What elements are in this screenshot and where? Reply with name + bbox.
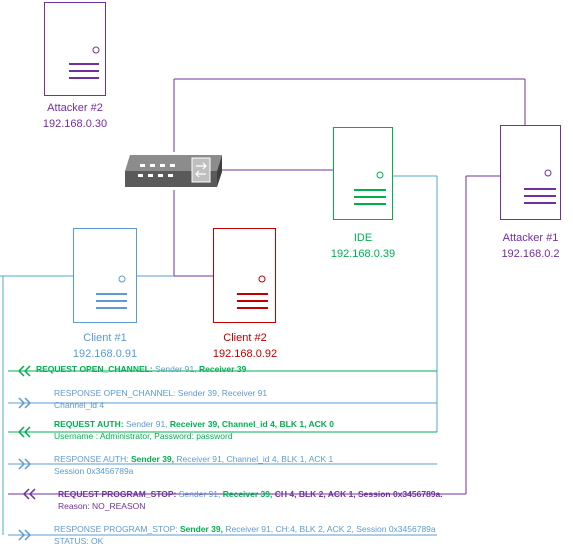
message-receiver: Receiver 39 — [199, 364, 247, 374]
attacker1-link — [465, 175, 500, 494]
client2-name: Client #2 — [223, 332, 267, 344]
attacker1-label: Attacker #1 192.168.0.2 — [488, 231, 573, 261]
client1-ip: 192.168.0.91 — [72, 348, 138, 360]
message-type: RESPONSE AUTH: — [54, 454, 129, 464]
ide-server-icon — [333, 127, 393, 220]
message-detail: Reason: NO_REASON — [58, 501, 146, 511]
attacker2-label: Attacker #2 192.168.0.30 — [30, 101, 120, 131]
ide-ip: 192.168.0.39 — [330, 248, 396, 260]
message-receiver: Receiver 91 — [221, 388, 268, 398]
arrow-left-icon — [17, 426, 31, 438]
client2-label: Client #2 192.168.0.92 — [200, 331, 290, 361]
message-type: REQUEST OPEN_CHANNEL: — [36, 364, 153, 374]
arrow-right-icon — [18, 529, 32, 541]
message-detail: STATUS: OK — [54, 536, 104, 546]
ide-label: IDE 192.168.0.39 — [318, 231, 408, 261]
attacker2-ip: 192.168.0.30 — [42, 118, 108, 130]
message-sender: Sender 91, — [125, 419, 168, 429]
message-receiver: Receiver 91, Channel_id 4, BLK 1, ACK 1 — [176, 454, 334, 464]
message-detail: Channel_id 4 — [54, 400, 105, 410]
attacker1-ip: 192.168.0.2 — [501, 248, 560, 260]
client2-server-icon — [213, 228, 276, 323]
message-type: REQUEST PROGRAM_STOP: — [58, 489, 177, 499]
client1-label: Client #1 192.168.0.91 — [60, 331, 150, 361]
message-sender: Sender 39, — [177, 388, 220, 398]
arrow-right-icon — [18, 458, 32, 470]
arrow-left-icon — [17, 365, 31, 377]
message-receiver: Receiver 91, CH:4, BLK 2, ACK 2, Session… — [225, 524, 436, 534]
arrowheads — [17, 365, 36, 541]
message-extra: CH 4, BLK 2, ACK 1, Session 0x3456789a. — [274, 489, 443, 499]
attacker2-server-icon — [44, 2, 106, 96]
message-request-auth: REQUEST AUTH: Sender 91, Receiver 39, Ch… — [54, 418, 334, 442]
message-sender: Sender 39, — [179, 524, 223, 534]
network-switch-icon — [125, 155, 222, 187]
client1-server-icon — [73, 228, 137, 323]
message-detail: Username : Administrator, Password: pass… — [54, 431, 233, 441]
client2-ip: 192.168.0.92 — [212, 348, 278, 360]
attacker2-name: Attacker #2 — [47, 102, 103, 114]
message-sender: Sender 91, — [178, 489, 221, 499]
attacker1-name: Attacker #1 — [502, 232, 559, 244]
message-type: RESPONSE PROGRAM_STOP: — [54, 524, 178, 534]
message-type: REQUEST AUTH: — [54, 419, 124, 429]
message-response-program-stop: RESPONSE PROGRAM_STOP: Sender 39, Receiv… — [54, 523, 436, 547]
client1-name: Client #1 — [83, 332, 127, 344]
message-sender: Sender 39, — [131, 454, 175, 464]
message-sender: Sender 91, — [155, 364, 197, 374]
message-response-open-channel: RESPONSE OPEN_CHANNEL: Sender 39, Receiv… — [54, 387, 267, 411]
message-type: RESPONSE OPEN_CHANNEL: — [54, 388, 176, 398]
arrow-left-icon — [22, 488, 36, 500]
message-response-auth: RESPONSE AUTH: Sender 39, Receiver 91, C… — [54, 453, 333, 477]
message-receiver: Receiver 39, — [222, 489, 273, 499]
attacker1-server-icon — [500, 125, 561, 220]
purple-links — [173, 78, 526, 277]
message-request-program-stop: REQUEST PROGRAM_STOP: Sender 91, Receive… — [58, 488, 443, 512]
teal-links — [0, 175, 438, 535]
message-request-open-channel: REQUEST OPEN_CHANNEL: Sender 91, Receive… — [36, 363, 246, 375]
arrow-right-icon — [18, 397, 32, 409]
message-receiver: Receiver 39, Channel_id 4, BLK 1, ACK 0 — [169, 419, 334, 429]
ide-name: IDE — [353, 232, 373, 244]
message-lines — [8, 370, 466, 536]
message-detail: Session 0x3456789a — [54, 466, 134, 476]
